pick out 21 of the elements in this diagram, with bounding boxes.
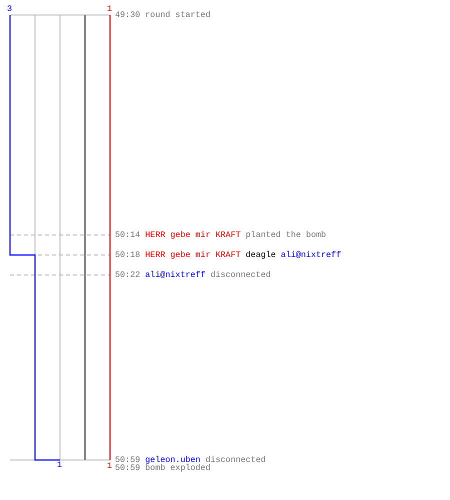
timestamp: 50:18 xyxy=(115,250,140,260)
event-text: disconnected xyxy=(210,270,271,280)
event-text: bomb exploded xyxy=(145,463,210,473)
player-name: ali@nixtreff xyxy=(280,250,342,260)
player-name: HERR gebe mir KRAFT xyxy=(145,230,241,240)
timestamp: 50:59 xyxy=(115,455,140,465)
player-count: 3 xyxy=(7,5,12,14)
event-text: disconnected xyxy=(205,455,266,465)
player-name: HERR gebe mir KRAFT xyxy=(145,250,241,260)
timestamp: 50:59 xyxy=(115,463,140,473)
event-text: round started xyxy=(145,10,210,20)
player-count: 1 xyxy=(107,5,112,14)
timestamp: 50:14 xyxy=(115,230,140,240)
player-name: ali@nixtreff xyxy=(145,270,206,280)
player-count: 1 xyxy=(107,462,112,471)
timestamp: 49:30 xyxy=(115,10,140,20)
player-count: 1 xyxy=(57,461,62,470)
weapon-name: deagle xyxy=(246,250,276,260)
timestamp: 50:22 xyxy=(115,270,140,280)
player-name: geleon.uben xyxy=(145,455,200,465)
event-text: planted the bomb xyxy=(246,230,326,240)
